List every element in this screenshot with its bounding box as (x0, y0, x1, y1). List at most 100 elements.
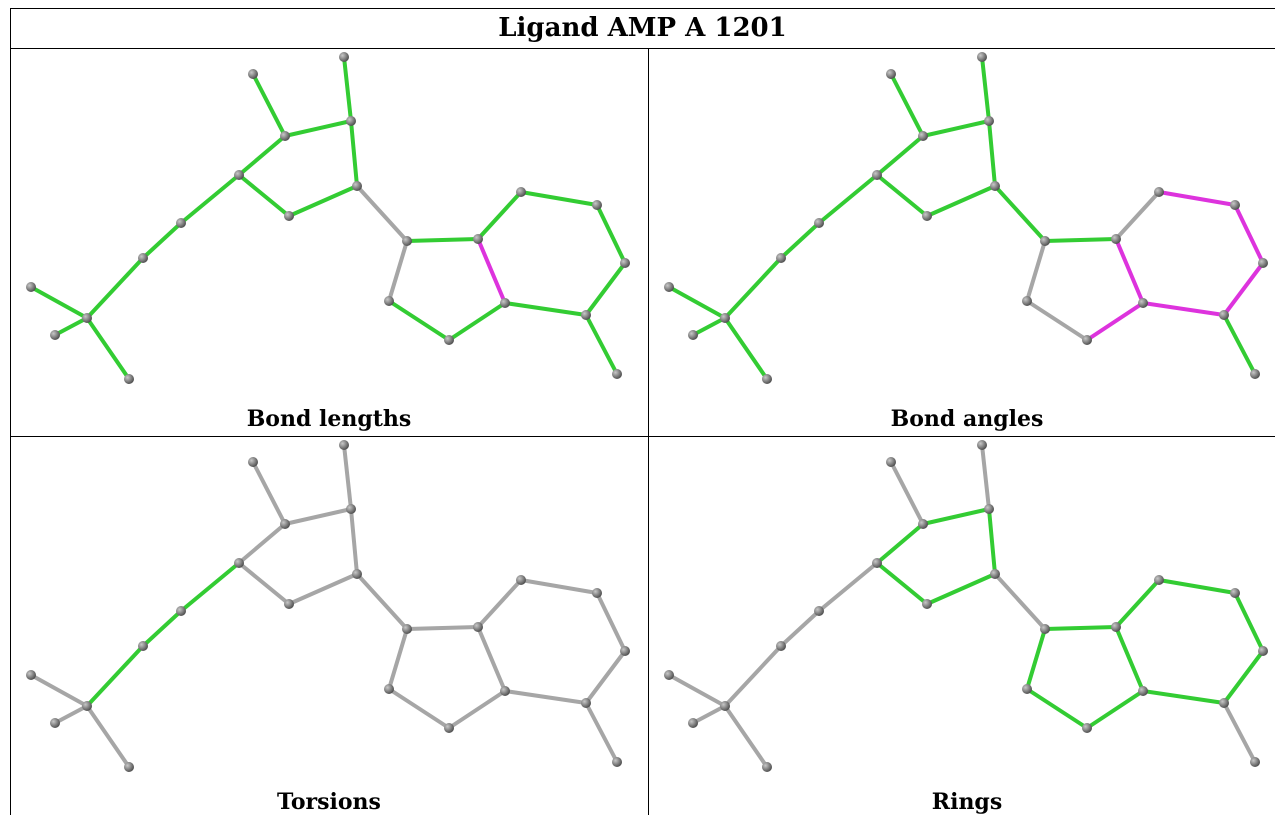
bond-O4'-C1' (287, 184, 359, 218)
atom-C5' (176, 218, 186, 228)
atom-C4 (473, 622, 483, 632)
atom-C8 (1022, 296, 1032, 306)
atom-O4' (284, 599, 294, 609)
atom-O5' (138, 253, 148, 263)
bond-C2'-C1' (987, 507, 997, 576)
atom-C3' (918, 519, 928, 529)
atom-OP1 (664, 670, 674, 680)
bond-N9-C8 (387, 239, 409, 303)
caption-bond-lengths: Bond lengths (246, 406, 412, 432)
panel-torsions (26, 440, 630, 772)
title-separator (10, 48, 1275, 49)
atom-N3 (1154, 575, 1164, 585)
atom-C4 (1111, 234, 1121, 244)
atom-OP1 (26, 670, 36, 680)
bond-C2'-C1' (987, 119, 997, 188)
atom-O4' (922, 211, 932, 221)
panel-bond-lengths (26, 52, 630, 384)
bond-C6-N6 (1222, 701, 1257, 764)
bond-P-OP2 (691, 704, 727, 725)
atom-N3 (516, 187, 526, 197)
bond-C6-N6 (1222, 313, 1257, 376)
bond-C6-N1 (1222, 261, 1265, 317)
caption-bond-angles: Bond angles (890, 406, 1044, 432)
atom-OP3 (762, 762, 772, 772)
atom-O4' (284, 211, 294, 221)
atom-O3' (886, 69, 896, 79)
panel-rings (664, 440, 1268, 772)
bond-C3'-C2' (283, 507, 353, 526)
atom-N1 (620, 258, 630, 268)
atom-OP3 (124, 374, 134, 384)
bond-N7-C5 (447, 301, 507, 342)
atom-N1 (620, 646, 630, 656)
atom-C2 (1230, 588, 1240, 598)
bond-N7-C5 (447, 689, 507, 730)
bond-C3'-O3' (889, 72, 925, 138)
bond-C5-C6 (1141, 689, 1226, 705)
bond-C2-N3 (519, 578, 599, 595)
bond-C2-N3 (1157, 190, 1237, 207)
bond-O5'-C5' (779, 609, 821, 648)
atom-O3' (248, 457, 258, 467)
atom-C5 (1138, 298, 1148, 308)
bond-C4'-C3' (237, 522, 287, 565)
bond-N1-C2 (1233, 203, 1265, 265)
bond-C2'-O2' (342, 443, 353, 511)
bond-C8-N7 (1025, 299, 1089, 342)
bond-C5'-C4' (179, 173, 241, 225)
atom-C3' (280, 131, 290, 141)
atom-C4 (473, 234, 483, 244)
atom-P (720, 313, 730, 323)
bond-N3-C4 (1114, 190, 1161, 241)
atom-C1' (352, 569, 362, 579)
bond-O4'-C1' (925, 184, 997, 218)
atom-C2' (346, 116, 356, 126)
bond-O4'-C1' (287, 572, 359, 606)
atom-OP3 (124, 762, 134, 772)
atom-C3' (918, 131, 928, 141)
atom-C4' (872, 170, 882, 180)
bond-C6-N6 (584, 313, 619, 376)
border-top (10, 8, 1275, 9)
atom-C5' (814, 218, 824, 228)
atom-P (720, 701, 730, 711)
bond-C4-N9 (1043, 237, 1118, 243)
bond-N1-C2 (595, 203, 627, 265)
bond-C4-C5 (1114, 625, 1145, 693)
bond-N3-C4 (476, 190, 523, 241)
atom-OP2 (688, 330, 698, 340)
bond-C2-N3 (1157, 578, 1237, 595)
bond-C6-N1 (1222, 649, 1265, 705)
bond-P-O5' (723, 256, 783, 320)
atom-O3' (886, 457, 896, 467)
atom-N1 (1258, 646, 1268, 656)
bond-P-OP2 (53, 704, 89, 725)
bond-C2-N3 (519, 190, 599, 207)
bond-C2'-O2' (980, 55, 991, 123)
bond-P-OP2 (691, 316, 727, 337)
bond-C4'-O4' (875, 561, 929, 606)
bond-N9-C8 (1025, 627, 1047, 691)
bond-O5'-C5' (141, 609, 183, 648)
atom-N9 (402, 624, 412, 634)
bond-C4'-C3' (875, 522, 925, 565)
atom-C4' (234, 170, 244, 180)
atom-C4' (872, 558, 882, 568)
bond-C4'-C3' (875, 134, 925, 177)
bond-C2'-C1' (349, 119, 359, 188)
atom-C4 (1111, 622, 1121, 632)
bond-C4'-O4' (237, 561, 291, 606)
bond-C1'-N9 (355, 184, 409, 243)
bond-C8-N7 (1025, 687, 1089, 730)
atom-C8 (384, 684, 394, 694)
bond-C8-N7 (387, 687, 451, 730)
row-separator (10, 436, 1275, 437)
atom-OP2 (688, 718, 698, 728)
bond-N1-C2 (595, 591, 627, 653)
atom-N1 (1258, 258, 1268, 268)
atom-C3' (280, 519, 290, 529)
atom-O5' (776, 641, 786, 651)
bond-C6-N1 (584, 649, 627, 705)
